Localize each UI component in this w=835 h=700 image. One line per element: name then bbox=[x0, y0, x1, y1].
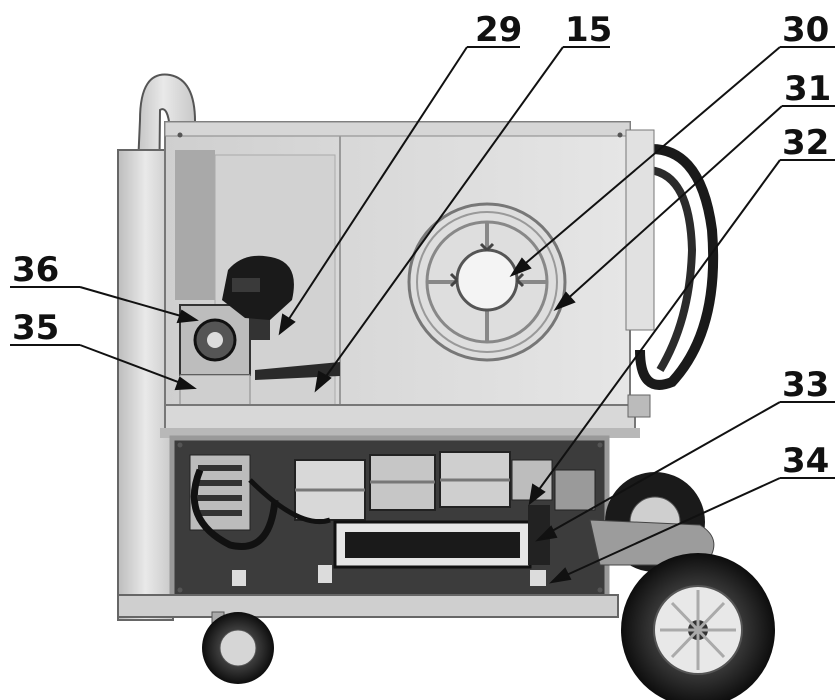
callout-36: 36 bbox=[12, 250, 59, 290]
leader-lines bbox=[10, 46, 835, 584]
panel-screws bbox=[177, 132, 623, 593]
torch-hose bbox=[625, 129, 719, 418]
lower-compartment bbox=[169, 435, 610, 601]
callout-32: 32 bbox=[782, 123, 829, 163]
callout-29: 29 bbox=[475, 10, 522, 50]
rear-wheel bbox=[621, 553, 775, 700]
feeder-base bbox=[179, 374, 251, 406]
wire-feeder bbox=[179, 255, 294, 376]
callout-31: 31 bbox=[784, 69, 831, 109]
wire-spool bbox=[407, 202, 567, 362]
callout-30: 30 bbox=[782, 10, 829, 50]
callout-35: 35 bbox=[12, 308, 59, 348]
frame-left-post bbox=[117, 149, 174, 621]
front-caster bbox=[202, 611, 274, 684]
callout-labels: 29 15 30 31 32 36 35 33 34 bbox=[12, 10, 831, 481]
callout-15: 15 bbox=[565, 10, 612, 50]
callout-33: 33 bbox=[782, 365, 829, 405]
base-rail bbox=[117, 594, 619, 618]
callout-34: 34 bbox=[782, 441, 829, 481]
